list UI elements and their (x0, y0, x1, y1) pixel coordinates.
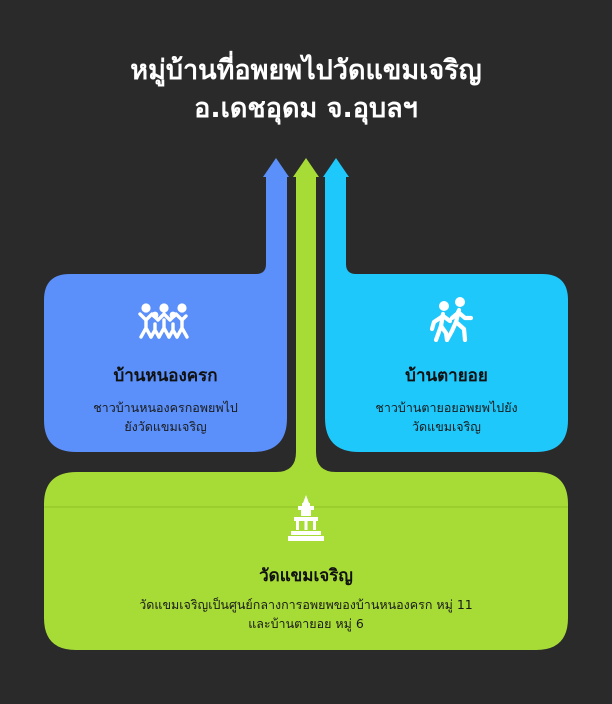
bottom-card-title: วัดแขมเจริญ (259, 566, 353, 586)
right-card-title: บ้านตายอย (405, 366, 488, 386)
right-card-desc-line-1: ชาวบ้านตายอยอพยพไปยัง (375, 400, 518, 415)
bottom-card-desc-line-2: และบ้านตายอย หมู่ 6 (248, 616, 364, 631)
left-arrow-head (263, 158, 289, 177)
people-holding-hands-icon (138, 303, 189, 339)
bottom-card-shape (44, 175, 568, 650)
page-title: หมู่บ้านที่อพยพไปวัดแขมเจริญ อ.เดชอุดม จ… (0, 52, 612, 128)
left-card-desc: ชาวบ้านหนองครกอพยพไป ยังวัดแขมเจริญ (44, 398, 287, 436)
right-arrow-head (323, 158, 349, 177)
bottom-card-desc: วัดแขมเจริญเป็นศูนย์กลางการอพยพของบ้านหน… (44, 595, 568, 633)
left-card-desc-line-2: ยังวัดแขมเจริญ (124, 419, 207, 434)
left-card-desc-line-1: ชาวบ้านหนองครกอพยพไป (93, 400, 238, 415)
center-arrow-head (293, 158, 319, 177)
temple-icon (288, 495, 324, 541)
people-walking-icon (429, 297, 474, 342)
right-card-desc-line-2: วัดแขมเจริญ (412, 419, 481, 434)
right-card-shape (325, 175, 568, 452)
right-card-desc: ชาวบ้านตายอยอพยพไปยัง วัดแขมเจริญ (325, 398, 568, 436)
title-line-1: หมู่บ้านที่อพยพไปวัดแขมเจริญ (130, 55, 482, 86)
bottom-card-desc-line-1: วัดแขมเจริญเป็นศูนย์กลางการอพยพของบ้านหน… (139, 597, 473, 612)
left-card-title: บ้านหนองครก (113, 366, 218, 386)
title-line-2: อ.เดชอุดม จ.อุบลฯ (194, 93, 418, 124)
